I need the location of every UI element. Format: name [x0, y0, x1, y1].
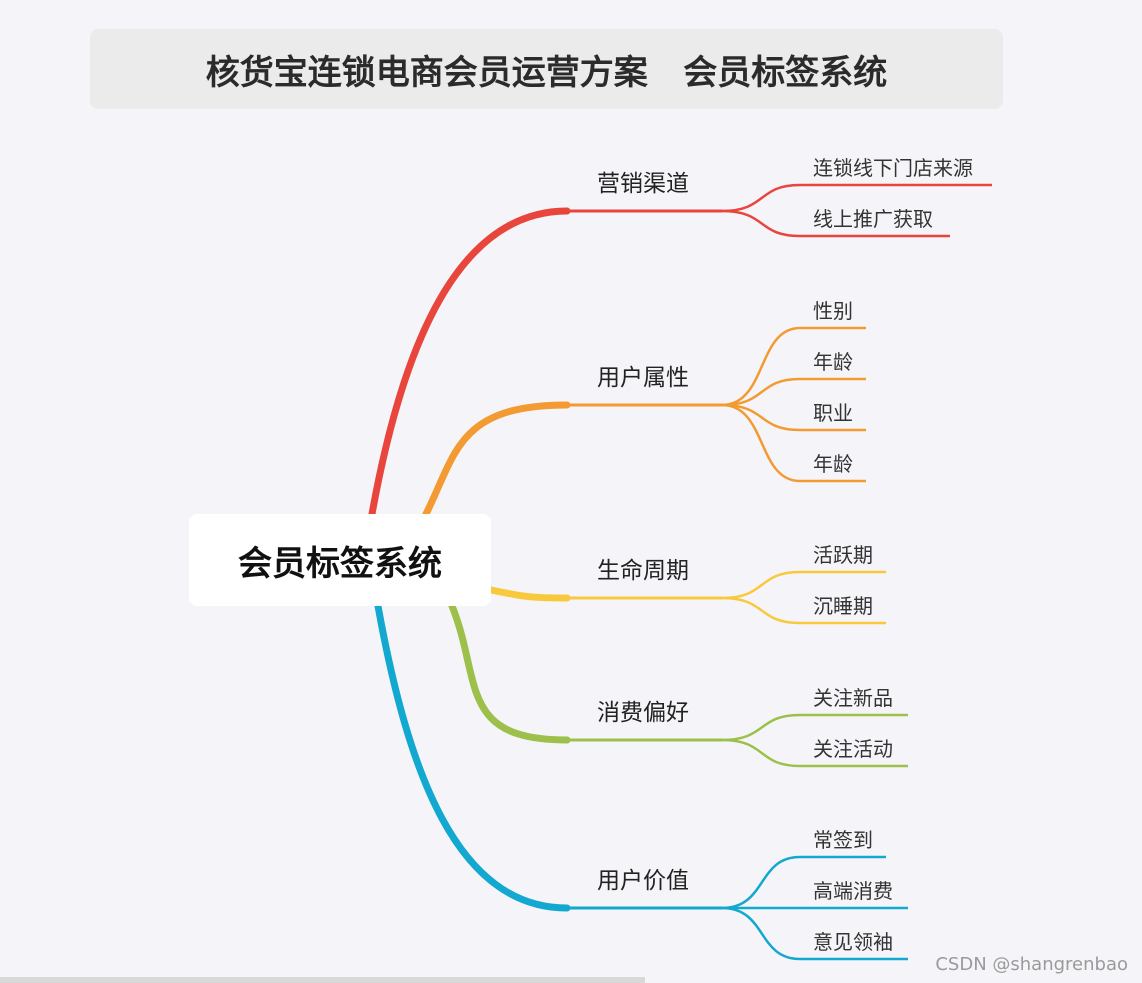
leaf-topic[interactable]: 连锁线下门店来源 — [813, 156, 973, 180]
leaf-topic[interactable]: 意见领袖 — [813, 930, 893, 954]
leaf-line — [721, 377, 866, 407]
branch-topic-3[interactable]: 生命周期 — [597, 558, 689, 584]
leaf-topic[interactable]: 性别 — [813, 299, 853, 323]
leaf-topic[interactable]: 线上推广获取 — [813, 207, 933, 231]
leaf-line — [721, 906, 908, 961]
leaf-topic[interactable]: 沉睡期 — [813, 594, 873, 618]
branch-topic-4[interactable]: 消费偏好 — [597, 700, 689, 726]
leaf-topic[interactable]: 高端消费 — [813, 879, 893, 903]
branch-topic-1[interactable]: 营销渠道 — [597, 171, 689, 197]
leaf-line — [721, 855, 886, 910]
leaf-line — [721, 326, 866, 407]
connector-2 — [422, 401, 571, 518]
connector-4 — [448, 602, 571, 744]
connector-5 — [374, 602, 571, 912]
leaf-topic[interactable]: 关注活动 — [813, 737, 893, 761]
leaf-topic[interactable]: 活跃期 — [813, 543, 873, 567]
leaf-topic[interactable]: 职业 — [813, 401, 853, 425]
page-title: 核货宝连锁电商会员运营方案 会员标签系统 — [205, 52, 888, 93]
connector-3 — [487, 586, 571, 602]
horizontal-scrollbar[interactable] — [0, 977, 645, 983]
watermark: CSDN @shangrenbao — [935, 954, 1128, 975]
branch-topic-5[interactable]: 用户价值 — [597, 868, 689, 894]
leaf-line — [721, 713, 908, 742]
title-bar: 核货宝连锁电商会员运营方案 会员标签系统 — [90, 29, 1003, 109]
leaf-topic[interactable]: 常签到 — [813, 828, 873, 852]
leaf-line — [721, 596, 886, 625]
leaf-topic[interactable]: 关注新品 — [813, 686, 893, 710]
leaf-topic[interactable]: 年龄 — [813, 452, 853, 476]
leaf-line — [721, 570, 886, 600]
leaf-line — [721, 403, 866, 483]
central-topic[interactable]: 会员标签系统 — [189, 514, 491, 606]
leaf-line — [721, 209, 950, 238]
leaf-topic[interactable]: 年龄 — [813, 350, 853, 374]
branch-topic-2[interactable]: 用户属性 — [597, 365, 689, 391]
leaf-line — [721, 738, 908, 768]
leaf-line — [721, 403, 866, 432]
leaf-line — [721, 183, 992, 213]
connector-1 — [368, 207, 571, 518]
